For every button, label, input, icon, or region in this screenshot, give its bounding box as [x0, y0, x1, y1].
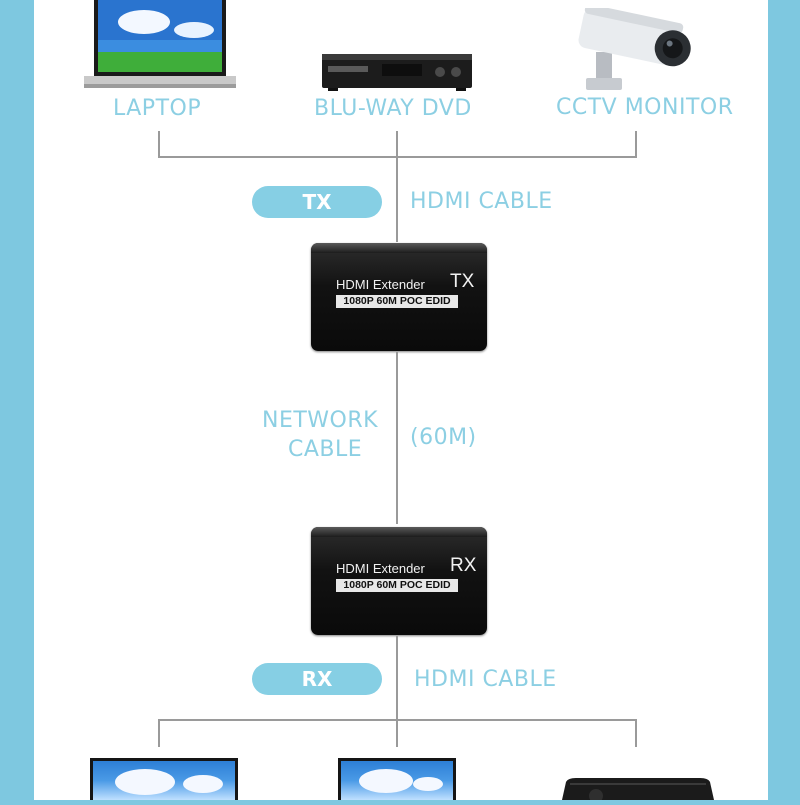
tx-device-title: HDMI Extender — [336, 277, 425, 292]
source-drop-laptop — [158, 131, 160, 157]
monitor-icon — [338, 758, 456, 800]
tx-hdmi-cable-line — [396, 156, 398, 242]
tx-device-tag: TX — [450, 271, 475, 292]
cctv-camera-icon — [574, 4, 694, 92]
dvd-player-icon — [322, 52, 472, 92]
rx-pill: RX — [252, 663, 382, 695]
tx-extender-device: HDMI Extender TX 1080P 60M POC EDID — [311, 243, 487, 351]
source-drop-dvd — [396, 131, 398, 157]
rx-device-subtitle: 1080P 60M POC EDID — [336, 579, 458, 592]
tx-pill: TX — [252, 186, 382, 218]
network-length-label: (60M) — [410, 425, 477, 450]
tx-hdmi-cable-label: HDMI CABLE — [410, 189, 553, 214]
network-cable-line — [396, 352, 398, 524]
source-label-dvd: BLU-WAY DVD — [314, 96, 472, 121]
output-drop-1 — [158, 719, 160, 747]
laptop-icon — [84, 0, 236, 92]
rx-hdmi-cable-line — [396, 636, 398, 720]
source-label-cctv: CCTV MONITOR — [556, 95, 734, 120]
rx-hdmi-cable-label: HDMI CABLE — [414, 667, 557, 692]
output-drop-2 — [396, 719, 398, 747]
network-label-line1: NETWORK — [262, 408, 379, 433]
output-drop-3 — [635, 719, 637, 747]
network-label-line2: CABLE — [288, 437, 363, 462]
rx-extender-device: HDMI Extender RX 1080P 60M POC EDID — [311, 527, 487, 635]
rx-device-tag: RX — [450, 555, 477, 576]
tx-device-subtitle: 1080P 60M POC EDID — [336, 295, 458, 308]
source-label-laptop: LAPTOP — [113, 96, 202, 121]
monitor-icon — [90, 758, 238, 800]
projector-icon — [556, 776, 720, 803]
source-drop-cctv — [635, 131, 637, 157]
white-panel — [34, 0, 768, 800]
rx-device-title: HDMI Extender — [336, 561, 425, 576]
